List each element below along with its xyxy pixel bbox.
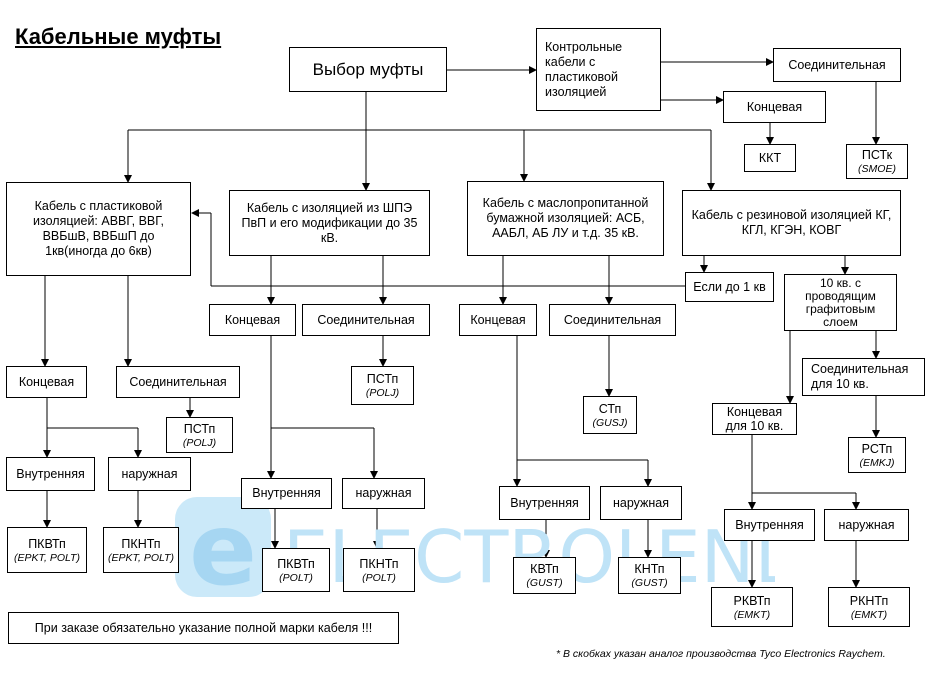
rubber-inner-label: Внутренняя: [735, 517, 804, 532]
oil-stp-label: СТп: [598, 401, 622, 416]
plastic-pstp-label: ПСТп: [183, 421, 216, 436]
pstk-analog: (SMOE): [858, 163, 896, 175]
rubber-rkvtp-box: РКВТп (EMKT): [711, 587, 793, 627]
rubber-rkntp-label: РКНТп: [849, 593, 889, 608]
plastic-pkntp-label: ПКНТп: [121, 536, 161, 551]
order-note-box: При заказе обязательно указание полной м…: [8, 612, 399, 644]
oil-inner-label: Внутренняя: [510, 495, 579, 510]
plastic-end-box: Концевая: [6, 366, 87, 398]
plastic-coupling-label: Соединительная: [129, 374, 227, 389]
rubber-cable-label: Кабель с резиновой изоляцией КГ, КГЛ, КГ…: [691, 208, 892, 237]
rubber-rstp-label: РСТп: [861, 441, 893, 456]
plastic-outer-label: наружная: [121, 466, 178, 481]
oil-stp-analog: (GUSJ): [592, 416, 628, 429]
rubber-cable-box: Кабель с резиновой изоляцией КГ, КГЛ, КГ…: [682, 190, 901, 256]
plastic-outer-box: наружная: [108, 457, 191, 491]
oil-kvtp-box: КВТп (GUST): [513, 557, 576, 594]
plastic-coupling-box: Соединительная: [116, 366, 240, 398]
control-end-label: Концевая: [746, 99, 803, 114]
shpe-pkvtp-analog: (POLT): [279, 571, 313, 584]
oil-kntp-analog: (GUST): [631, 577, 668, 589]
footnote: * В скобках указан аналог производства T…: [556, 648, 886, 660]
select-coupling-box: Выбор муфты: [289, 47, 447, 92]
shpe-end-box: Концевая: [209, 304, 296, 336]
shpe-pkvtp-label: ПКВТп: [277, 556, 315, 571]
shpe-cable-label: Кабель с изоляцией из ШПЭ ПвП и его моди…: [241, 200, 418, 245]
oil-coupling-label: Соединительная: [563, 312, 662, 327]
oil-kntp-box: КНТп (GUST): [618, 557, 681, 594]
control-end-box: Концевая: [723, 91, 826, 123]
plastic-inner-box: Внутренняя: [6, 457, 95, 491]
plastic-pkntp-box: ПКНТп (EPKT, POLT): [103, 527, 179, 573]
shpe-outer-label: наружная: [355, 486, 412, 500]
plastic-pkvtp-analog: (EPKT, POLT): [14, 551, 80, 564]
rubber-rkntp-box: РКНТп (EMKT): [828, 587, 910, 627]
kv10-graphite-box: 10 кв. с проводящим графитовым слоем: [784, 274, 897, 331]
oil-inner-box: Внутренняя: [499, 486, 590, 520]
oil-end-box: Концевая: [459, 304, 537, 336]
rubber-outer-label: наружная: [838, 517, 895, 532]
rubber-coupling-box: Соединительная для 10 кв.: [802, 358, 925, 396]
shpe-end-label: Концевая: [224, 312, 281, 327]
oil-outer-box: наружная: [600, 486, 682, 520]
shpe-cable-box: Кабель с изоляцией из ШПЭ ПвП и его моди…: [229, 190, 430, 256]
plastic-pkvtp-label: ПКВТп: [28, 536, 66, 551]
rubber-rstp-analog: (EMKJ): [859, 456, 895, 469]
plastic-pkvtp-box: ПКВТп (EPKT, POLT): [7, 527, 87, 573]
oil-cable-label: Кабель с маслопропитанной бумажной изоля…: [482, 196, 649, 240]
kkt-box: ККТ: [744, 144, 796, 172]
rubber-rkvtp-label: РКВТп: [733, 593, 771, 608]
control-coupling-label: Соединительная: [788, 57, 886, 72]
rubber-rkntp-analog: (EMKT): [850, 608, 888, 621]
plastic-cable-box: Кабель с пластиковой изоляцией: АВВГ, ВВ…: [6, 182, 191, 276]
oil-kvtp-label: КВТп: [530, 562, 559, 576]
shpe-outer-box: наружная: [342, 478, 425, 509]
rubber-end-box: Концевая для 10 кв.: [712, 403, 797, 435]
rubber-inner-box: Внутренняя: [724, 509, 815, 541]
oil-end-label: Концевая: [470, 312, 526, 327]
page-title: Кабельные муфты: [15, 24, 222, 49]
shpe-pstp-analog: (POLJ): [365, 387, 400, 399]
rubber-rstp-box: РСТп (EMKJ): [848, 437, 906, 473]
oil-stp-box: СТп (GUSJ): [583, 396, 637, 434]
if-1kv-box: Если до 1 кв: [685, 272, 774, 302]
kv10-graphite-label: 10 кв. с проводящим графитовым слоем: [805, 275, 876, 329]
shpe-coupling-box: Соединительная: [302, 304, 430, 336]
shpe-inner-label: Внутренняя: [252, 486, 321, 500]
pstk-label: ПСТк: [861, 148, 893, 162]
oil-coupling-box: Соединительная: [549, 304, 676, 336]
control-cables-box: Контрольные кабели с пластиковой изоляци…: [536, 28, 661, 111]
control-coupling-box: Соединительная: [773, 48, 901, 82]
oil-kvtp-analog: (GUST): [526, 577, 563, 589]
select-coupling-label: Выбор муфты: [312, 60, 424, 79]
shpe-pkntp-label: ПКНТп: [359, 556, 399, 571]
plastic-pkntp-analog: (EPKT, POLT): [108, 551, 174, 564]
rubber-rkvtp-analog: (EMKT): [733, 608, 771, 621]
shpe-pstp-label: ПСТп: [366, 372, 399, 386]
shpe-pstp-box: ПСТп (POLJ): [351, 366, 414, 405]
plastic-pstp-box: ПСТп (POLJ): [166, 417, 233, 453]
order-note-label: При заказе обязательно указание полной м…: [34, 620, 373, 635]
shpe-pkntp-box: ПКНТп (POLT): [343, 548, 415, 592]
plastic-pstp-analog: (POLJ): [182, 436, 217, 449]
oil-cable-box: Кабель с маслопропитанной бумажной изоля…: [467, 181, 664, 256]
rubber-coupling-label: Соединительная для 10 кв.: [811, 362, 909, 391]
plastic-cable-label: Кабель с пластиковой изоляцией: АВВГ, ВВ…: [33, 199, 164, 258]
kkt-label: ККТ: [758, 150, 782, 165]
shpe-coupling-label: Соединительная: [317, 312, 415, 327]
oil-kntp-label: КНТп: [634, 562, 665, 576]
oil-outer-label: наружная: [612, 495, 670, 510]
pstk-box: ПСТк (SMOE): [846, 144, 908, 179]
rubber-outer-box: наружная: [824, 509, 909, 541]
rubber-end-label: Концевая для 10 кв.: [725, 405, 784, 433]
plastic-end-label: Концевая: [18, 374, 75, 389]
shpe-pkvtp-box: ПКВТп (POLT): [262, 548, 330, 592]
if-1kv-label: Если до 1 кв: [693, 279, 766, 294]
control-cables-label: Контрольные кабели с пластиковой изоляци…: [545, 39, 623, 99]
plastic-inner-label: Внутренняя: [16, 466, 85, 481]
shpe-inner-box: Внутренняя: [241, 478, 332, 509]
shpe-pkntp-analog: (POLT): [362, 571, 396, 584]
